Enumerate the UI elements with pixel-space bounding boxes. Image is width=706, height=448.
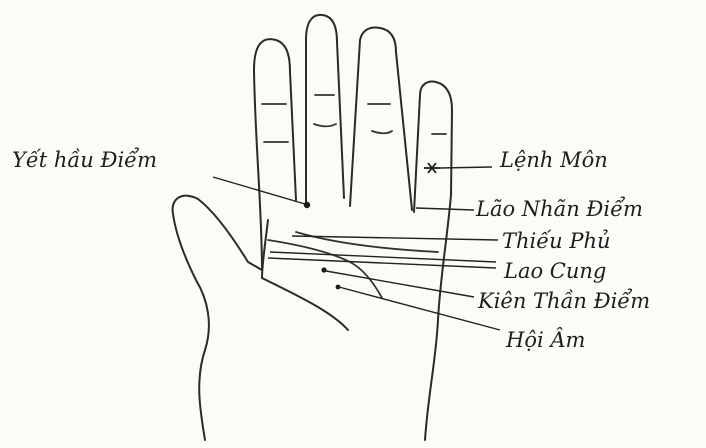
little-finger [414,82,452,212]
hand-outline [173,39,296,440]
label-thieu-phu: Thiếu Phủ [502,231,611,252]
leader-lao-cung-1 [270,252,496,262]
label-hoi-am: Hội Âm [506,330,585,351]
crease-middle-2 [314,124,336,126]
label-lenh-mon: Lệnh Môn [500,150,608,171]
point-lenh-mon [424,163,440,173]
middle-finger [306,15,344,204]
label-kien-than-diem: Kiên Thần Điểm [478,291,650,312]
crease-ring-2 [372,131,392,133]
leader-lao-nhan [416,208,474,210]
point-yet-hau [304,202,310,208]
leader-kien-than [326,271,474,297]
label-lao-nhan-diem: Lão Nhãn Điểm [476,199,643,220]
point-lao-cung [321,267,326,272]
leader-hoi-am [339,287,500,330]
label-lao-cung: Lao Cung [504,261,606,282]
label-yet-hau-diem: Yết hầu Điểm [12,150,157,171]
leader-lenh-mon [440,167,492,168]
leader-lao-cung-2 [268,258,496,268]
palm-line-heart [296,232,438,252]
palm-right-edge [425,195,451,440]
ring-finger [350,28,412,211]
